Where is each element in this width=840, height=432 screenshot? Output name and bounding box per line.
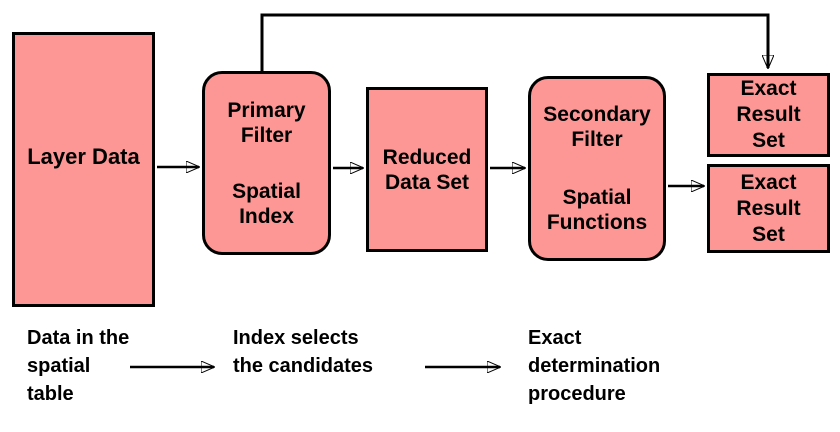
caption-index-selects-candidates: Index selects the candidates	[233, 327, 374, 377]
box-reduced-data-set: Reduced Data Set	[366, 87, 488, 252]
arrow-primary-to-result-top-feedback	[260, 13, 768, 71]
caption-data-in-spatial-table: Data in the spatial table	[27, 327, 130, 405]
caption-exact-determination-procedure: Exact determination procedure	[528, 327, 661, 405]
box-exact-result-set-top: Exact Result Set	[707, 73, 830, 157]
box-layer-data: Layer Data	[12, 32, 155, 307]
box-primary-filter: Primary Filter Spatial Index	[202, 71, 331, 255]
box-primary-filter-subtitle: Spatial Index	[232, 179, 301, 228]
box-secondary-filter: Secondary Filter Spatial Functions	[528, 76, 666, 261]
box-exact-result-set-bottom: Exact Result Set	[707, 164, 830, 253]
box-primary-filter-title: Primary Filter	[227, 98, 306, 147]
box-exact-result-set-top-label: Exact Result Set	[736, 77, 801, 152]
box-layer-data-label: Layer Data	[27, 144, 140, 169]
box-secondary-filter-title: Secondary Filter	[543, 103, 651, 151]
box-reduced-data-set-label: Reduced Data Set	[382, 145, 472, 194]
box-exact-result-set-bottom-label: Exact Result Set	[736, 170, 801, 246]
box-secondary-filter-subtitle: Spatial Functions	[546, 186, 648, 234]
